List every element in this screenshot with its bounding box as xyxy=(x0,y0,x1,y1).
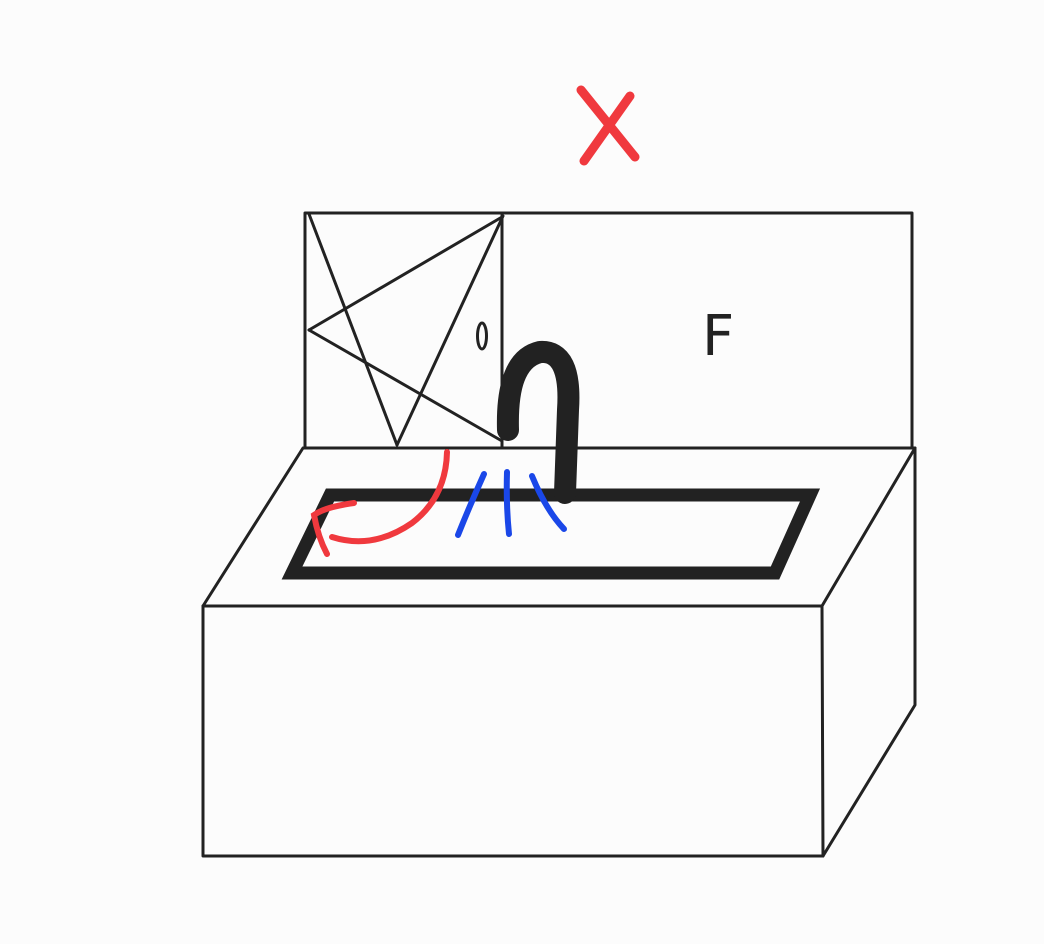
redirect-arrow-icon xyxy=(310,449,450,557)
cross-mark-icon xyxy=(576,85,640,166)
cabinet xyxy=(201,446,917,858)
backsplash-wall xyxy=(303,211,914,449)
window-handle xyxy=(476,321,488,351)
sink-basin xyxy=(281,488,821,580)
window xyxy=(307,212,505,449)
water-spray-icon xyxy=(455,469,567,538)
faucet xyxy=(496,341,580,504)
backsplash-label: F xyxy=(702,304,734,369)
